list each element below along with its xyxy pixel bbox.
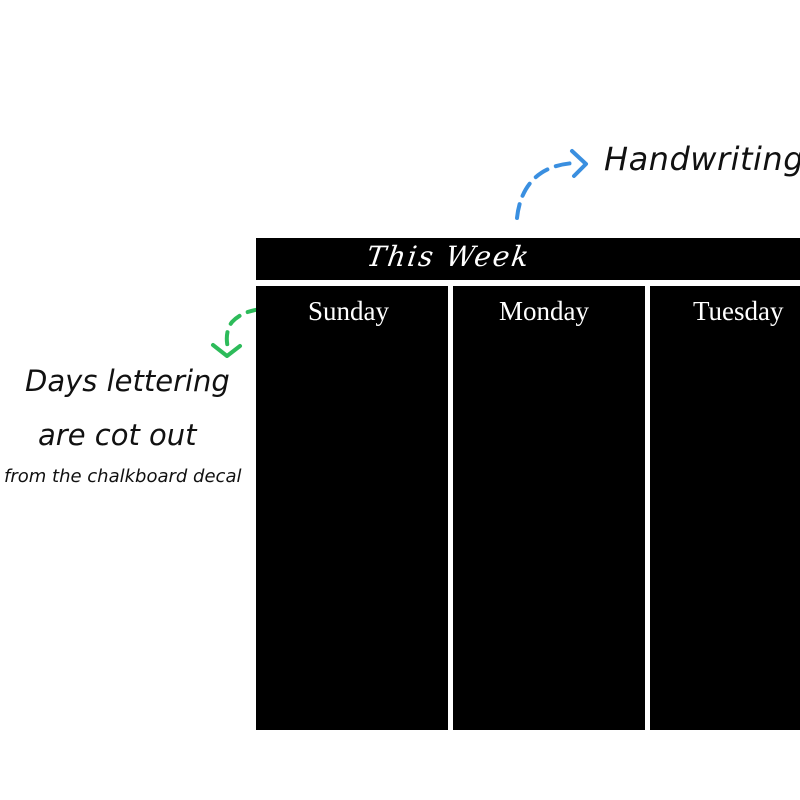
- days-annotation-line-3: from the chalkboard decal: [4, 466, 242, 487]
- day-label-tuesday: Tuesday: [693, 296, 784, 326]
- days-annotation-line-2: are cot out: [38, 418, 197, 452]
- day-label-monday: Monday: [499, 296, 589, 326]
- day-column-monday: Monday: [453, 286, 645, 730]
- day-label-sunday: Sunday: [308, 296, 389, 326]
- day-column-sunday: Sunday: [256, 286, 448, 730]
- board-header: This Week: [256, 238, 800, 280]
- handwriting-annotation: Handwriting: [604, 140, 800, 178]
- day-column-tuesday: Tuesday: [650, 286, 800, 730]
- days-annotation-line-1: Days lettering: [25, 364, 230, 398]
- board-title: This Week: [364, 240, 533, 273]
